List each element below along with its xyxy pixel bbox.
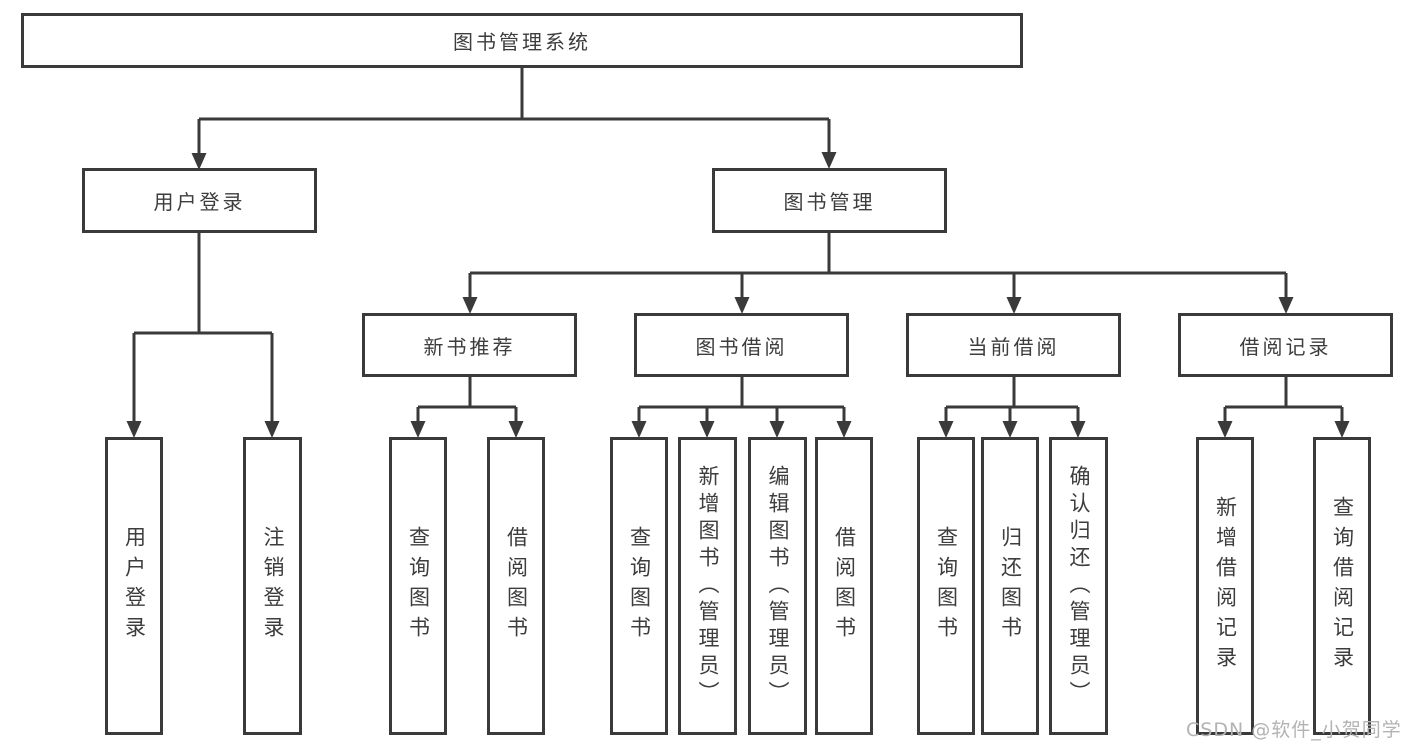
leaf-edit-books-admin: 编辑图书（管理员） bbox=[748, 437, 807, 735]
leaf-add-books-admin: 新增图书（管理员） bbox=[678, 437, 737, 735]
csdn-watermark: CSDN @软件_小贺同学 bbox=[1186, 719, 1402, 741]
leaf-confirm-return-admin: 确认归还（管理员） bbox=[1049, 437, 1108, 735]
node-current-borrow: 当前借阅 bbox=[906, 313, 1121, 377]
leaf-borrow-books: 借阅图书 bbox=[815, 437, 873, 735]
leaf-query-books-current: 查询图书 bbox=[917, 437, 975, 735]
node-root-system: 图书管理系统 bbox=[21, 13, 1023, 68]
node-book-management-branch: 图书管理 bbox=[712, 168, 947, 233]
node-borrow-records: 借阅记录 bbox=[1178, 313, 1393, 377]
leaf-add-borrow-record: 新增借阅记录 bbox=[1196, 437, 1254, 735]
leaf-query-books-borrow: 查询图书 bbox=[610, 437, 668, 735]
leaf-user-login: 用户登录 bbox=[105, 437, 163, 735]
node-book-borrow: 图书借阅 bbox=[634, 313, 849, 377]
node-new-book-recommend: 新书推荐 bbox=[362, 313, 577, 377]
leaf-borrow-books-recommend: 借阅图书 bbox=[487, 437, 545, 735]
leaf-query-books-recommend: 查询图书 bbox=[389, 437, 447, 735]
leaf-query-borrow-record: 查询借阅记录 bbox=[1313, 437, 1371, 735]
node-user-login-branch: 用户登录 bbox=[82, 168, 317, 233]
leaf-return-books: 归还图书 bbox=[981, 437, 1039, 735]
leaf-logout: 注销登录 bbox=[243, 437, 302, 735]
